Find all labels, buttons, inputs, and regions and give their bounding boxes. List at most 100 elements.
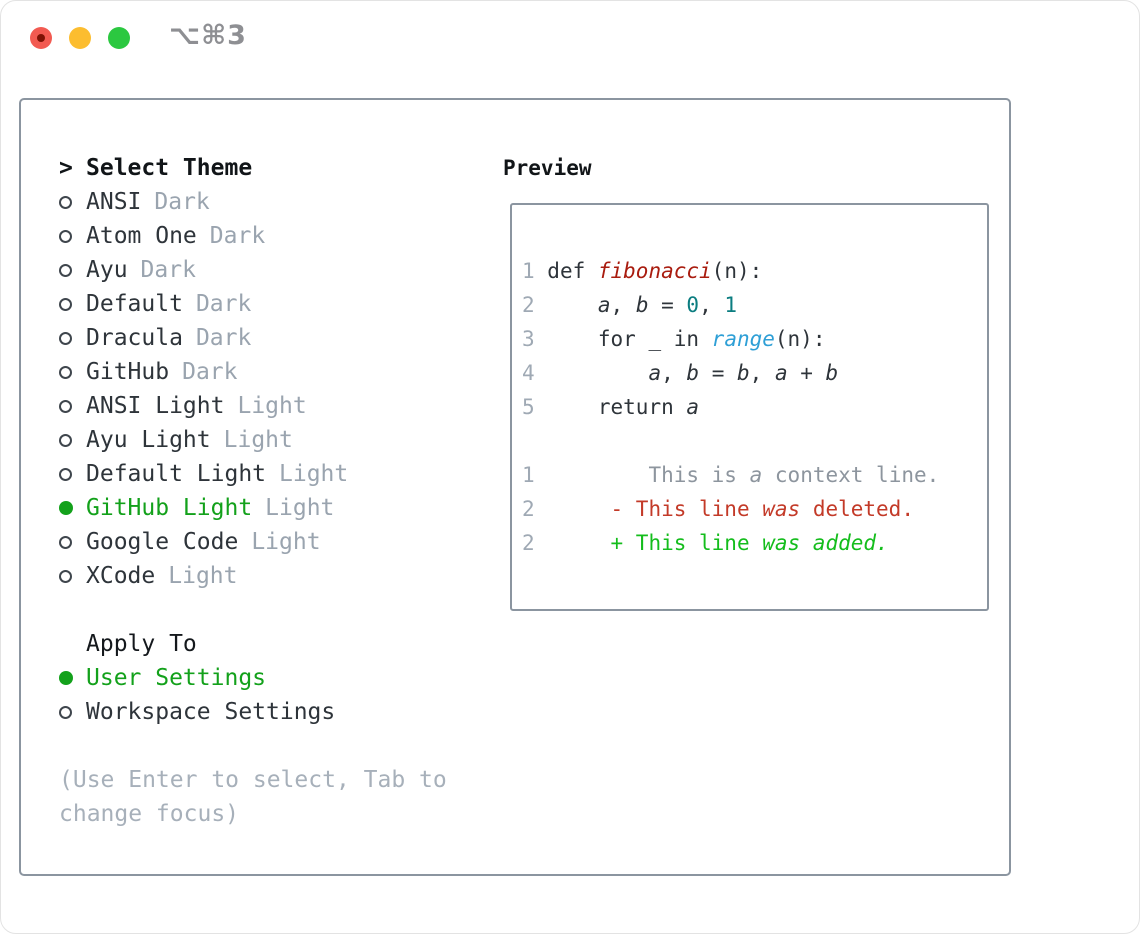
theme-name: ANSI Light [86,393,225,419]
code-segment: 0 [686,293,700,317]
code-segment: (n): [711,259,763,283]
radio-icon [59,569,86,583]
theme-name: Default [86,291,183,317]
code-segment: + [787,361,826,385]
theme-option-dracula[interactable]: Dracula Dark [59,321,499,355]
theme-option-ayu[interactable]: Ayu Dark [59,253,499,287]
radio-dot [59,467,72,481]
code-segment: a [686,395,700,419]
code-line: 2 + This line was added. [522,526,987,560]
theme-name: GitHub [86,359,170,385]
theme-variant: Light [265,495,335,521]
code-segment: 1 [522,259,535,283]
radio-dot [59,671,73,685]
code-segment: This is [648,463,750,487]
theme-name: Default Light [86,461,267,487]
radio-dot [59,195,72,209]
code-line: 3 for _ in range(n): [522,322,987,356]
radio-dot [59,365,72,379]
theme-variant: Dark [195,325,252,351]
apply-option-user-settings[interactable]: User Settings [59,661,499,695]
titlebar: ⌥⌘3 [1,1,1139,73]
code-segment [535,463,649,487]
code-segment: return [534,395,687,419]
code-segment: 2 [522,531,535,555]
code-segment: , [749,361,775,385]
radio-icon [59,399,86,413]
theme-name: XCode [86,563,156,589]
preview-title: Preview [503,156,592,180]
theme-name: GitHub Light [86,495,253,521]
theme-name: Ayu Light [86,427,211,453]
radio-icon [59,297,86,311]
theme-option-atom-one[interactable]: Atom One Dark [59,219,499,253]
code-segment: def [534,259,598,283]
radio-dot [59,501,73,515]
radio-dot [59,229,72,243]
theme-variant: Light [251,529,321,555]
code-segment: (n): [774,327,826,351]
close-button[interactable] [30,27,52,49]
radio-icon [59,331,86,345]
code-line: 2 a, b = 0, 1 [522,288,987,322]
radio-dot [59,331,72,345]
code-segment: = [699,361,737,385]
code-segment [535,531,611,555]
code-segment: , [661,361,687,385]
code-segment: 3 [522,327,535,351]
code-segment: b [686,361,700,385]
radio-icon [59,535,86,549]
theme-option-github-light[interactable]: GitHub Light Light [59,491,499,525]
code-segment: was [762,497,801,521]
radio-dot [59,399,72,413]
code-line: 1 def fibonacci(n): [522,254,987,288]
theme-name: Google Code [86,529,239,555]
theme-variant: Dark [154,189,210,215]
theme-variant: Dark [140,257,196,283]
radio-dot [59,297,72,311]
apply-to-header: Apply To [59,627,499,661]
select-theme-header: > Select Theme [59,151,499,185]
theme-variant: Light [237,393,307,419]
code-segment [535,293,598,317]
apply-option-workspace-settings[interactable]: Workspace Settings [59,695,499,729]
code-segment: - This line [610,497,763,521]
code-segment: was added. [762,531,889,555]
preview-column: Preview 1 def fibonacci(n):2 a, b = 0, 1… [503,151,989,611]
code-segment: 5 [522,395,535,419]
section-gap [59,729,499,763]
theme-name: Ayu [86,257,128,283]
minimize-button[interactable] [69,27,91,49]
theme-variant: Dark [195,291,252,317]
radio-icon [59,195,86,209]
code-segment: deleted. [800,497,914,521]
theme-option-default[interactable]: Default Dark [59,287,499,321]
theme-name: Dracula [86,325,183,351]
code-segment: a [749,463,763,487]
apply-option-label: Workspace Settings [86,699,336,725]
code-segment: range [711,327,775,351]
code-segment: a [774,361,788,385]
theme-option-ansi-light[interactable]: ANSI Light Light [59,389,499,423]
code-line: 4 a, b = b, a + b [522,356,987,390]
code-segment: + This line [610,531,763,555]
theme-name: Atom One [86,223,197,249]
code-segment: a [597,293,611,317]
apply-option-label: User Settings [86,665,267,691]
zoom-button[interactable] [108,27,130,49]
theme-variant: Dark [209,223,266,249]
apply-to-title: Apply To [86,631,197,657]
window-title: ⌥⌘3 [169,20,247,51]
theme-option-google-code[interactable]: Google Code Light [59,525,499,559]
code-segment: 1 [724,293,738,317]
radio-icon [59,467,86,481]
radio-icon [59,705,86,719]
